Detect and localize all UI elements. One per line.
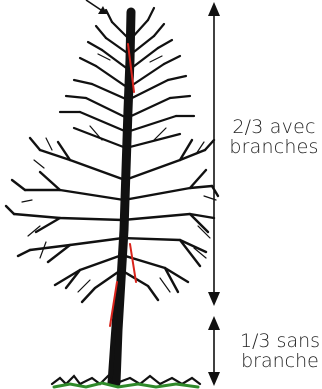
upper-label-line2: branches: [229, 135, 319, 158]
lower-dimension-arrow-icon: [208, 316, 220, 386]
lower-label-line2: branche: [241, 349, 319, 372]
tree-illustration: [4, 6, 220, 388]
pruning-marks: [109, 43, 137, 327]
lower-section-label: 1/3 sans branche: [238, 330, 322, 372]
grass: [50, 374, 202, 389]
upper-label-line1: 2/3 avec: [232, 116, 316, 138]
tree-trunk: [111, 7, 136, 388]
pointer-arrow-icon: [85, 0, 107, 14]
lower-label-line1: 1/3 sans: [239, 330, 321, 352]
upper-dimension-arrow-icon: [208, 2, 220, 306]
upper-section-label: 2/3 avec branches: [226, 116, 322, 158]
